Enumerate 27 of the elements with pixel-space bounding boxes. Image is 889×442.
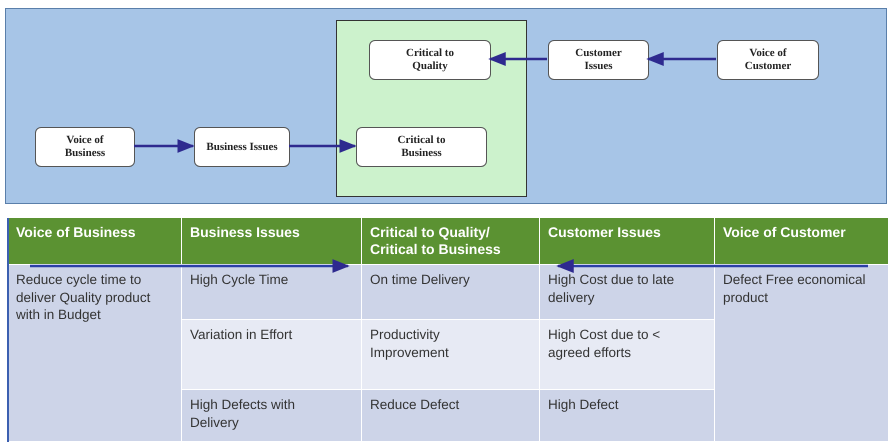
column-header: Voice of Customer xyxy=(715,218,889,265)
process-box: Voice of Business xyxy=(35,127,135,167)
table-cell: High Cost due to late delivery xyxy=(540,265,715,320)
column-header: Critical to Quality/ Critical to Business xyxy=(362,218,540,265)
arrow xyxy=(289,139,357,153)
table-cell: Defect Free economical product xyxy=(715,265,889,442)
highlight-panel xyxy=(336,20,527,197)
table-cell: On time Delivery xyxy=(362,265,540,320)
process-box: Voice of Customer xyxy=(717,40,819,80)
table-cell: Reduce cycle time to deliver Quality product with in Budget xyxy=(8,265,182,442)
table-cell: Productivity Improvement xyxy=(362,320,540,390)
process-box: Customer Issues xyxy=(548,40,649,80)
arrow xyxy=(134,139,195,153)
column-header: Voice of Business xyxy=(8,218,182,265)
column-header: Business Issues xyxy=(182,218,362,265)
process-box: Business Issues xyxy=(194,127,290,167)
table-cell: High Cost due to < agreed efforts xyxy=(540,320,715,390)
arrow xyxy=(488,52,547,66)
table-cell: Variation in Effort xyxy=(182,320,362,390)
table-cell: High Cycle Time xyxy=(182,265,362,320)
arrow xyxy=(646,52,716,66)
table-cell: Reduce Defect xyxy=(362,390,540,442)
process-box: Critical to Business xyxy=(356,127,487,167)
table-cell: High Defects with Delivery xyxy=(182,390,362,442)
table-cell: High Defect xyxy=(540,390,715,442)
process-box: Critical to Quality xyxy=(369,40,491,80)
column-header: Customer Issues xyxy=(540,218,715,265)
